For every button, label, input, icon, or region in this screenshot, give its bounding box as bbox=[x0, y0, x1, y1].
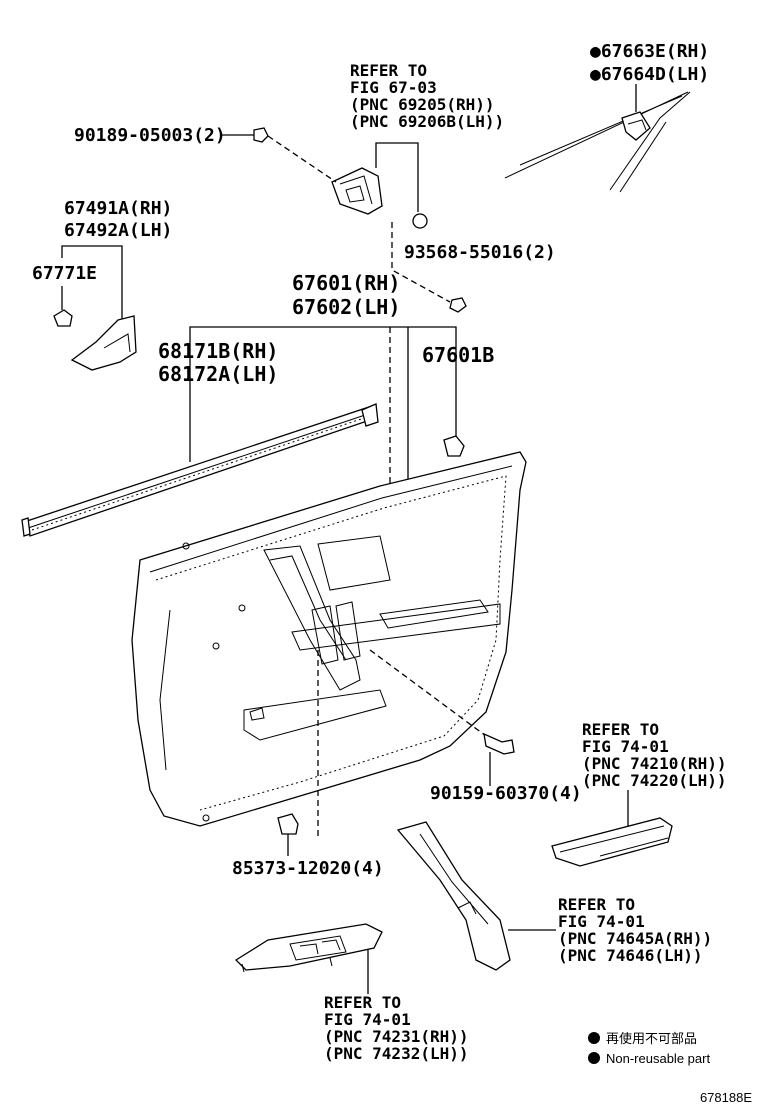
dash-93568 bbox=[391, 222, 451, 303]
refer-7401a-line2: FIG 74-01 bbox=[582, 737, 669, 756]
label-67601-rh: 67601(RH) bbox=[292, 271, 400, 295]
label-68172A: 68172A(LH) bbox=[158, 362, 278, 386]
label-85373: 85373-12020(4) bbox=[232, 858, 384, 879]
legend-en: Non-reusable part bbox=[606, 1051, 710, 1066]
label-67492A: 67492A(LH) bbox=[64, 220, 172, 241]
label-67491A: 67491A(RH) bbox=[64, 198, 172, 219]
label-68171B: 68171B(RH) bbox=[158, 339, 278, 363]
door-trim-panel bbox=[131, 451, 527, 827]
leader-67491 bbox=[61, 245, 123, 320]
refer-6703-line1: REFER TO bbox=[350, 61, 427, 80]
refer-7401b-line2: FIG 74-01 bbox=[558, 912, 645, 931]
refer-7401c-line2: FIG 74-01 bbox=[324, 1010, 411, 1029]
leader-6703 bbox=[375, 142, 419, 212]
refer-7401b-line4: (PNC 74646(LH)) bbox=[558, 946, 703, 965]
refer-7401a-line4: (PNC 74220(LH)) bbox=[582, 771, 727, 790]
label-90159: 90159-60370(4) bbox=[430, 783, 582, 804]
refer-7401c-line3: (PNC 74231(RH)) bbox=[324, 1027, 469, 1046]
door-pocket-trim bbox=[396, 821, 511, 971]
label-90189: 90189-05003(2) bbox=[74, 125, 226, 146]
legend-bullet-en bbox=[588, 1052, 600, 1064]
dash-90189 bbox=[267, 135, 337, 183]
refer-6703-line4: (PNC 69206B(LH)) bbox=[350, 112, 504, 131]
legend-jp: 再使用不可部品 bbox=[606, 1031, 697, 1046]
refer-6703-line2: FIG 67-03 bbox=[350, 78, 437, 97]
refer-7401b-line1: REFER TO bbox=[558, 895, 635, 914]
dash-90159 bbox=[369, 649, 487, 737]
belt-weatherstrip bbox=[21, 403, 379, 537]
refer-7401c-line4: (PNC 74232(LH)) bbox=[324, 1044, 469, 1063]
refer-7401a-line1: REFER TO bbox=[582, 720, 659, 739]
front-garnish bbox=[53, 309, 137, 371]
refer-7401b-line3: (PNC 74645A(RH)) bbox=[558, 929, 712, 948]
clip-90189 bbox=[253, 127, 269, 143]
label-93568: 93568-55016(2) bbox=[404, 242, 556, 263]
refer-6703-line3: (PNC 69205(RH)) bbox=[350, 95, 495, 114]
inside-handle-bezel bbox=[331, 167, 428, 229]
refer-7401c-line1: REFER TO bbox=[324, 993, 401, 1012]
screw-90159 bbox=[483, 732, 515, 755]
label-67602-lh: 67602(LH) bbox=[292, 295, 400, 319]
refer-7401a-line3: (PNC 74210(RH)) bbox=[582, 754, 727, 773]
window-frame-moulding bbox=[504, 91, 691, 193]
label-67601B: 67601B bbox=[422, 343, 494, 367]
legend-bullet-jp bbox=[588, 1032, 600, 1044]
leader-67601-bracket bbox=[189, 326, 457, 440]
label-67664D-lh: ●67664D(LH) bbox=[590, 64, 709, 85]
clip-85373 bbox=[277, 813, 299, 835]
power-window-switch-base bbox=[234, 923, 383, 973]
screw-93568 bbox=[449, 297, 467, 313]
figure-number: 678188E bbox=[700, 1090, 752, 1105]
clip-67601B bbox=[443, 435, 465, 457]
label-67771E: 67771E bbox=[32, 263, 97, 284]
armrest-upper-panel bbox=[551, 817, 673, 867]
label-67663E-rh: ●67663E(RH) bbox=[590, 41, 709, 62]
